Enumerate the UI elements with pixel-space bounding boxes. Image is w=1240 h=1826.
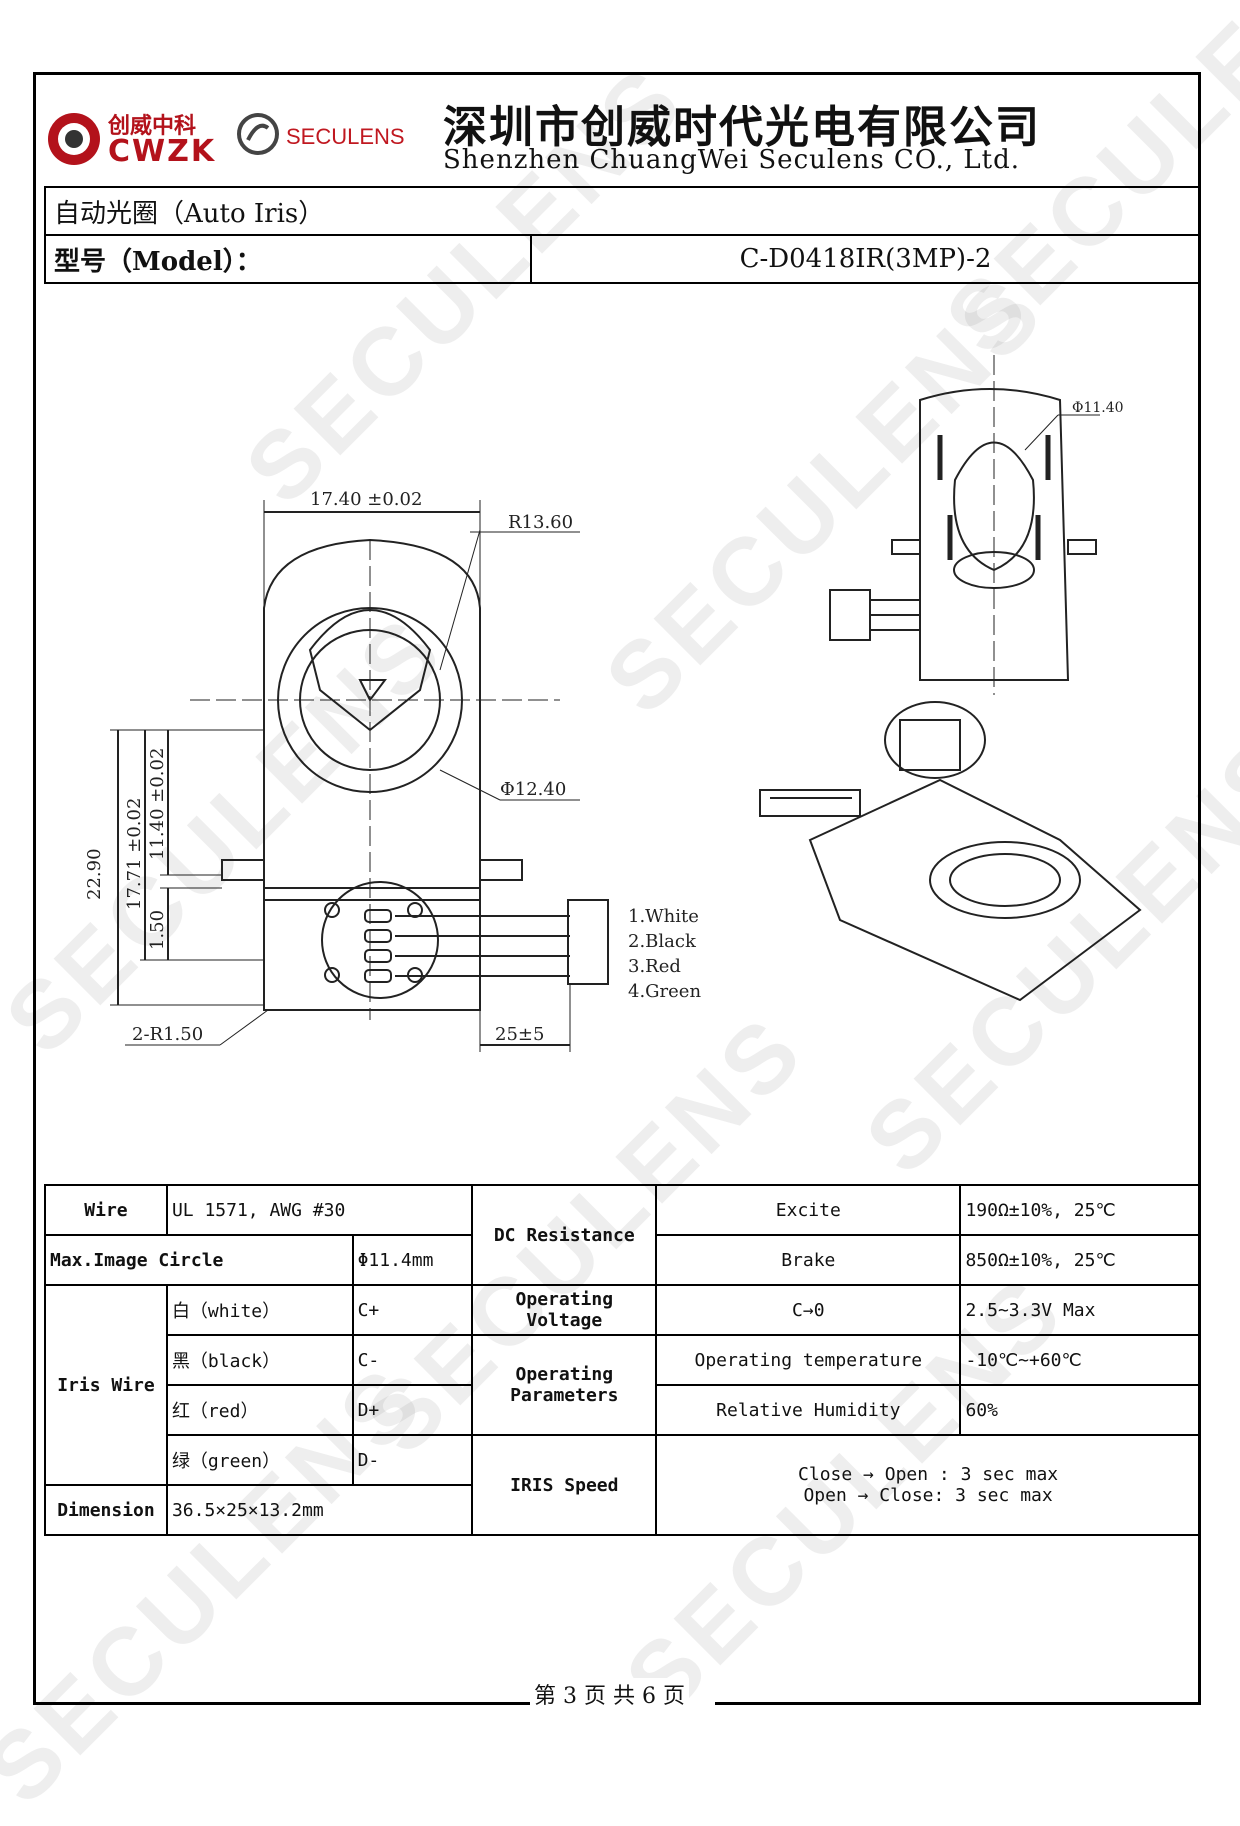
dim-cable: 25±5 — [495, 1024, 544, 1045]
title-cell: 自动光圈（Auto Iris） — [44, 186, 1201, 236]
brand-name: SECULENS — [286, 124, 405, 149]
front-view — [110, 500, 609, 1052]
humidity-label: Relative Humidity — [655, 1384, 962, 1436]
iris-speed-line: Open → Close: 3 sec max — [803, 1485, 1053, 1506]
company-name-en: Shenzhen ChuangWei Seculens CO., Ltd. — [443, 145, 1021, 175]
temperature-value: -10℃~+60℃ — [959, 1334, 1201, 1386]
logo-cn: 创威中科 — [108, 114, 197, 139]
wire-value: UL 1571, AWG #30 — [165, 1184, 474, 1236]
temperature-label: Operating temperature — [655, 1334, 962, 1386]
perspective-view — [759, 701, 1142, 1002]
iris-speed-line: Close → Open : 3 sec max — [798, 1464, 1059, 1485]
wire-label: 1.White — [628, 906, 699, 927]
dc-resistance-label: DC Resistance — [471, 1184, 658, 1286]
operating-voltage-label: Operating Voltage — [471, 1284, 658, 1336]
cwzk-logo — [48, 113, 100, 165]
dimension-value: 36.5×25×13.2mm — [165, 1484, 474, 1536]
dim-corner: 2-R1.50 — [132, 1024, 203, 1045]
dim-width: 17.40 ±0.02 — [310, 489, 422, 510]
operating-voltage-value: 2.5~3.3V Max — [959, 1284, 1201, 1336]
dim-total-height: 22.90 — [84, 848, 105, 900]
brake-value: 850Ω±10%, 25℃ — [959, 1234, 1201, 1286]
max-image-circle-value: Φ11.4mm — [351, 1234, 474, 1286]
dim-top-small: Φ11.40 — [1072, 400, 1124, 416]
spec-table: Wire UL 1571, AWG #30 DC Resistance Exci… — [44, 1184, 1201, 1536]
iris-pin: C+ — [351, 1284, 474, 1336]
logo-en: CWZK — [108, 134, 217, 169]
wire-label: Wire — [44, 1184, 168, 1236]
dim-radius: R13.60 — [508, 512, 573, 533]
page-frame — [33, 72, 1201, 1704]
model-label: 型号（Model）： — [44, 234, 532, 284]
iris-speed-label: IRIS Speed — [471, 1434, 658, 1536]
excite-value: 190Ω±10%, 25℃ — [959, 1184, 1201, 1236]
dim-height-3: 11.40 ±0.02 — [147, 748, 168, 860]
dim-height-4: 1.50 — [147, 910, 168, 950]
iris-color: 白（white） — [165, 1284, 354, 1336]
technical-drawing: 17.40 ±0.02 R13.60 Φ12.40 Φ11.40 22.90 1… — [84, 355, 1142, 1052]
iris-color: 绿（green） — [165, 1434, 354, 1486]
humidity-value: 60% — [959, 1384, 1201, 1436]
header-table: 自动光圈（Auto Iris） 型号（Model）： C-D0418IR(3MP… — [44, 186, 1201, 284]
iris-speed-value: Close → Open : 3 sec max Open → Close: 3… — [655, 1434, 1201, 1536]
wire-label: 2.Black — [628, 931, 697, 952]
brake-label: Brake — [655, 1234, 962, 1286]
model-value: C-D0418IR(3MP)-2 — [530, 234, 1201, 284]
logo-area: 创威中科 CWZK SECULENS — [46, 104, 406, 174]
dim-circle: Φ12.40 — [500, 779, 566, 800]
excite-label: Excite — [655, 1184, 962, 1236]
page-footer: 第 3 页 共 6 页 — [530, 1678, 689, 1710]
iris-color: 红（red） — [165, 1384, 354, 1436]
operating-parameters-label: Operating Parameters — [471, 1334, 658, 1436]
iris-pin: D+ — [351, 1384, 474, 1436]
dim-height-2: 17.71 ±0.02 — [124, 798, 145, 910]
wire-label: 4.Green — [628, 981, 701, 1002]
side-view — [829, 355, 1100, 695]
wire-label: 3.Red — [628, 956, 681, 977]
bottom-rule-right — [715, 1702, 1201, 1705]
max-image-circle-label: Max.Image Circle — [44, 1234, 354, 1286]
bottom-rule-left — [33, 1702, 533, 1705]
operating-voltage-mid: C→0 — [655, 1284, 962, 1336]
iris-pin: D- — [351, 1434, 474, 1486]
seculens-logo-icon — [237, 113, 279, 155]
iris-color: 黑（black） — [165, 1334, 354, 1386]
company-name-cn: 深圳市创威时代光电有限公司 — [443, 102, 1041, 153]
iris-pin: C- — [351, 1334, 474, 1386]
dimension-label: Dimension — [44, 1484, 168, 1536]
iris-wire-label: Iris Wire — [44, 1284, 168, 1486]
